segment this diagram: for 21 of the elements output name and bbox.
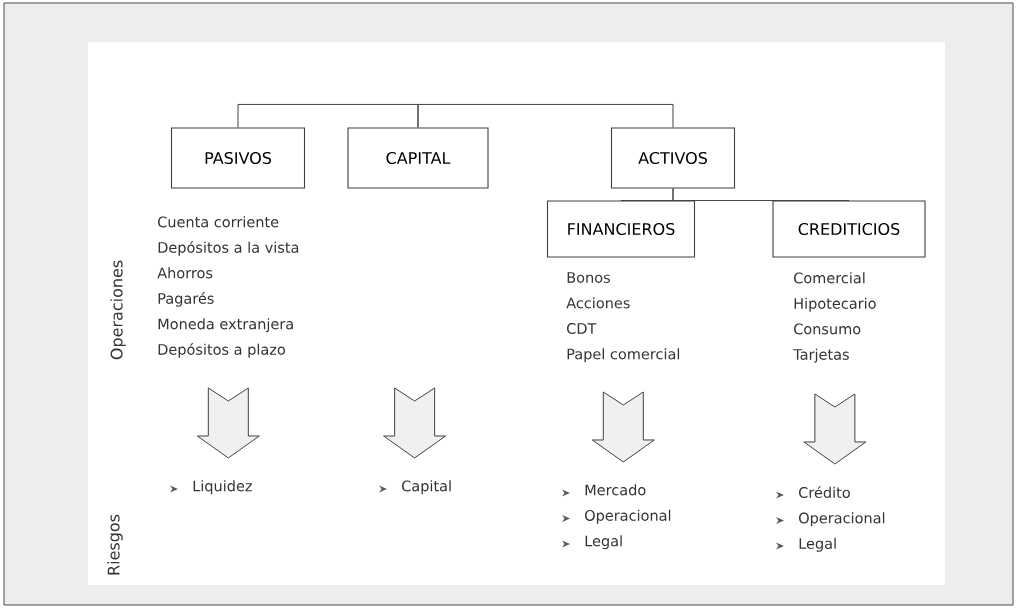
- side-label: Riesgos: [107, 514, 123, 575]
- block-arrow: [591, 391, 655, 463]
- risk-list: Mercado Operacional Legal: [585, 484, 671, 550]
- item-list: Cuenta corriente Depósitos a la vista Ahorros Pagarés Moneda extranjera Depósitos a plazo: [157, 216, 299, 358]
- category-box: CAPITAL: [347, 127, 489, 189]
- category-box: PASIVOS: [170, 127, 306, 189]
- block-arrow: [196, 387, 260, 459]
- connector-line: [237, 103, 419, 128]
- item-list: Bonos Acciones CDT Papel comercial: [566, 272, 680, 363]
- item-list: Comercial Hipotecario Consumo Tarjetas: [793, 272, 876, 363]
- risk-list: Capital: [402, 480, 451, 495]
- connector-line: [672, 188, 850, 202]
- category-box: ACTIVOS: [610, 127, 736, 189]
- risk-list: Crédito Operacional Legal: [799, 486, 885, 552]
- category-box: FINANCIEROS: [546, 200, 696, 258]
- connector-line: [417, 103, 674, 128]
- block-arrow: [383, 387, 447, 459]
- block-arrow: [803, 393, 867, 465]
- risk-list: Liquidez: [193, 480, 252, 495]
- side-label: Operaciones: [110, 260, 126, 360]
- category-box: CREDITICIOS: [772, 200, 926, 258]
